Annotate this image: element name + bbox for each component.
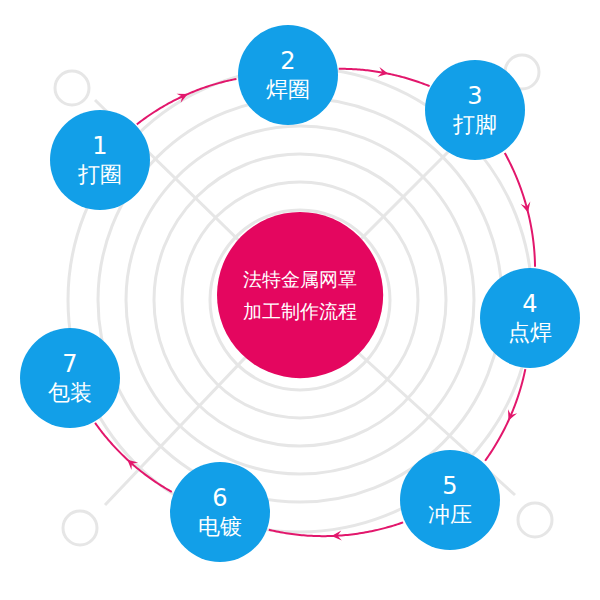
- circle-content: 7包装: [20, 328, 120, 428]
- mounting-loop: [63, 511, 97, 545]
- step-label: 包装: [48, 379, 92, 407]
- flow-arrow: [137, 79, 237, 124]
- step-label: 冲压: [428, 501, 472, 529]
- circle-fill: [20, 328, 120, 428]
- step-label: 打脚: [453, 111, 497, 139]
- circle-outline: [238, 25, 338, 125]
- step-circle: 6电镀: [170, 462, 270, 562]
- guard-ring: [126, 126, 474, 474]
- circle-content: 6电镀: [170, 462, 270, 562]
- step-circle: 1打圈: [50, 110, 150, 210]
- step-circle: 3打脚: [425, 60, 525, 160]
- circle-fill: [238, 25, 338, 125]
- arrowhead: [508, 409, 517, 420]
- flow-arrow: [485, 369, 525, 461]
- mounting-loop: [55, 71, 89, 105]
- circle-fill: [480, 268, 580, 368]
- circle-outline: [480, 268, 580, 368]
- guard-ring: [154, 154, 446, 446]
- step-label: 点焊: [508, 319, 552, 347]
- step-number: 3: [467, 82, 482, 111]
- guard-ring: [210, 210, 390, 390]
- step-number: 1: [92, 132, 107, 161]
- flow-arrow: [269, 522, 403, 540]
- title-circle: 法特金属网罩 加工制作流程: [217, 212, 383, 378]
- circle-content: 法特金属网罩 加工制作流程: [217, 212, 383, 378]
- circle-fill: [217, 212, 383, 378]
- circle-content: 4点焊: [480, 268, 580, 368]
- arrowhead: [177, 94, 188, 103]
- flow-arrow: [95, 423, 172, 492]
- step-number: 6: [212, 484, 227, 513]
- flow-line: [95, 423, 172, 492]
- arrowhead: [127, 460, 138, 470]
- flow-line: [485, 369, 525, 461]
- step-number: 5: [442, 472, 457, 501]
- flow-arrow: [339, 67, 430, 86]
- flow-line: [137, 79, 237, 124]
- step-circle: 2焊圈: [238, 25, 338, 125]
- title-text: 法特金属网罩 加工制作流程: [230, 263, 370, 328]
- step-number: 4: [522, 290, 537, 319]
- circle-fill: [50, 110, 150, 210]
- step-number: 2: [280, 47, 295, 76]
- step-label: 焊圈: [266, 76, 310, 104]
- arrowhead: [521, 201, 531, 212]
- step-circle: 4点焊: [480, 268, 580, 368]
- step-label: 打圈: [78, 161, 122, 189]
- step-label: 电镀: [198, 513, 242, 541]
- guard-ring: [182, 182, 418, 418]
- circle-outline: [217, 212, 383, 378]
- step-number: 7: [62, 350, 77, 379]
- guard-ring: [98, 98, 502, 502]
- circle-fill: [400, 450, 500, 550]
- circle-content: 2焊圈: [238, 25, 338, 125]
- circle-fill: [425, 60, 525, 160]
- circle-content: 5冲压: [400, 450, 500, 550]
- circle-outline: [20, 328, 120, 428]
- mounting-loop: [518, 503, 552, 537]
- step-circle: 5冲压: [400, 450, 500, 550]
- circle-content: 1打圈: [50, 110, 150, 210]
- arrowhead: [332, 530, 342, 540]
- flow-arrow: [505, 153, 535, 267]
- circle-content: 3打脚: [425, 60, 525, 160]
- step-circle: 7包装: [20, 328, 120, 428]
- circle-outline: [170, 462, 270, 562]
- circle-outline: [400, 450, 500, 550]
- circle-fill: [170, 462, 270, 562]
- flow-line: [505, 153, 535, 267]
- circle-outline: [425, 60, 525, 160]
- arrowhead: [378, 67, 389, 77]
- circle-outline: [50, 110, 150, 210]
